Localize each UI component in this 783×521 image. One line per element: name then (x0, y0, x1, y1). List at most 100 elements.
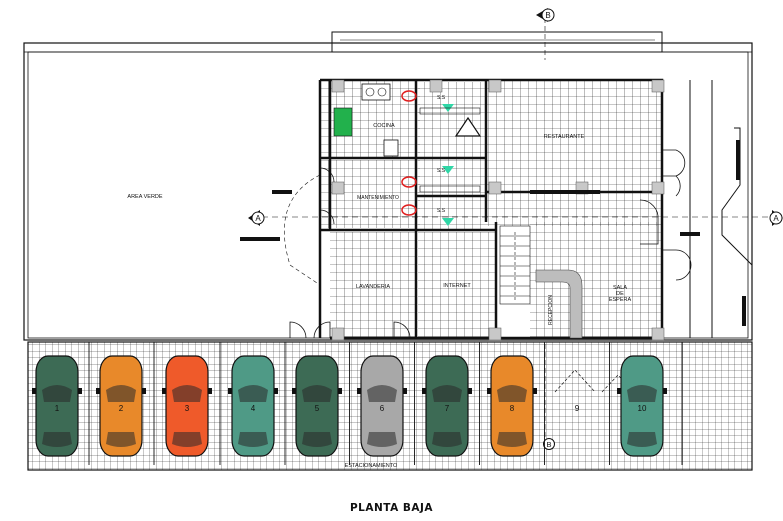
car-windshield (432, 385, 462, 402)
room-label-recepcion: RECEPCION (548, 295, 554, 325)
car-icon (99, 355, 143, 457)
car-windshield (627, 385, 657, 402)
car-rear-window (367, 432, 397, 447)
car-rear-window (172, 432, 202, 447)
parking-number: 2 (119, 404, 124, 413)
car-windshield (367, 385, 397, 402)
room-label-cocina: COCINA (373, 123, 395, 129)
parking-stall-4: 4 (228, 355, 278, 457)
axis-marker-left: A (248, 210, 265, 226)
parking-number: 4 (251, 404, 256, 413)
car-rear-window (238, 432, 268, 447)
axis-label-right: A (773, 214, 779, 223)
room-label-de: DE (616, 291, 624, 297)
axis-label-left: A (255, 214, 261, 223)
car-mirror (292, 388, 296, 394)
room-label-sala: SALA (613, 285, 627, 291)
car-mirror (274, 388, 278, 394)
car-windshield (497, 385, 527, 402)
car-mirror (422, 388, 426, 394)
fridge-icon (383, 139, 399, 157)
car-icon (425, 355, 469, 457)
car-windshield (302, 385, 332, 402)
car-mirror (32, 388, 36, 394)
room-label-estacionamiento: ESTACIONAMIENTO (345, 463, 398, 469)
reception-counter (535, 269, 583, 339)
stair (499, 225, 531, 305)
car-windshield (238, 385, 268, 402)
axis-marker-right: A (769, 210, 783, 226)
parking-stall-7: 7 (422, 355, 472, 457)
car-icon (165, 355, 209, 457)
car-icon (295, 355, 339, 457)
car-icon (360, 355, 404, 457)
axis-label-top: B (545, 11, 550, 20)
car-mirror (228, 388, 232, 394)
car-mirror (533, 388, 537, 394)
car-icon (231, 355, 275, 457)
car-mirror (357, 388, 361, 394)
car-mirror (487, 388, 491, 394)
north-arrow-icon (454, 116, 482, 137)
restroom-fixtures (401, 90, 481, 226)
washbasin-icon (442, 166, 454, 174)
parking-number: 9 (575, 404, 580, 413)
car-icon (35, 355, 79, 457)
car-rear-window (302, 432, 332, 447)
toilet-icon (401, 176, 417, 188)
car-rear-window (106, 432, 136, 447)
parking-cars: 1 2 3 4 5 6 7 8 9 10 (32, 355, 667, 457)
parking-number: 10 (638, 404, 647, 413)
room-label-espera: ESPERA (609, 297, 632, 303)
parking-stall-5: 5 (292, 355, 342, 457)
car-mirror (403, 388, 407, 394)
car-icon (620, 355, 664, 457)
car-rear-window (42, 432, 72, 447)
axis-label-bottom: B (546, 440, 551, 449)
car-windshield (42, 385, 72, 402)
car-mirror (162, 388, 166, 394)
room-label-area-verde: AREA VERDE (127, 194, 162, 200)
room-label-ss-mid: S.S (437, 168, 446, 174)
parking-stall-10: 10 (617, 355, 667, 457)
car-mirror (338, 388, 342, 394)
car-mirror (96, 388, 100, 394)
car-mirror (78, 388, 82, 394)
car-mirror (468, 388, 472, 394)
parking-stall-3: 3 (162, 355, 212, 457)
car-rear-window (497, 432, 527, 447)
car-mirror (663, 388, 667, 394)
parking-stall-1: 1 (32, 355, 82, 457)
car-mirror (142, 388, 146, 394)
room-label-ss-bot: S.S (437, 208, 446, 214)
car-mirror (617, 388, 621, 394)
room-label-ss-top: S.S (437, 95, 446, 101)
parking-stall-8: 8 (487, 355, 537, 457)
axis-marker-top: B (536, 8, 555, 22)
building-floor (320, 80, 662, 338)
car-windshield (172, 385, 202, 402)
car-icon (490, 355, 534, 457)
parking-number: 7 (445, 404, 450, 413)
doors (289, 149, 692, 339)
parking-number: 5 (315, 404, 320, 413)
parking-number: 6 (380, 404, 385, 413)
parking-stall-2: 2 (96, 355, 146, 457)
room-label-internet: INTERNET (443, 283, 471, 289)
car-rear-window (432, 432, 462, 447)
parking-number: 3 (185, 404, 190, 413)
parking-number: 1 (55, 404, 60, 413)
washbasin-icon (442, 218, 454, 226)
room-label-mantenimiento: MANTENIMIENTO (357, 195, 399, 201)
toilet-icon (401, 204, 417, 216)
car-mirror (208, 388, 212, 394)
room-label-lavanderia: LAVANDERIA (356, 284, 390, 290)
toilet-icon (401, 90, 417, 102)
car-rear-window (627, 432, 657, 447)
parking-stall-6: 6 (357, 355, 407, 457)
car-windshield (106, 385, 136, 402)
parking-stall-9: 9 (575, 404, 580, 413)
stove-icon (333, 107, 353, 137)
plan-title: PLANTA BAJA (349, 502, 434, 514)
